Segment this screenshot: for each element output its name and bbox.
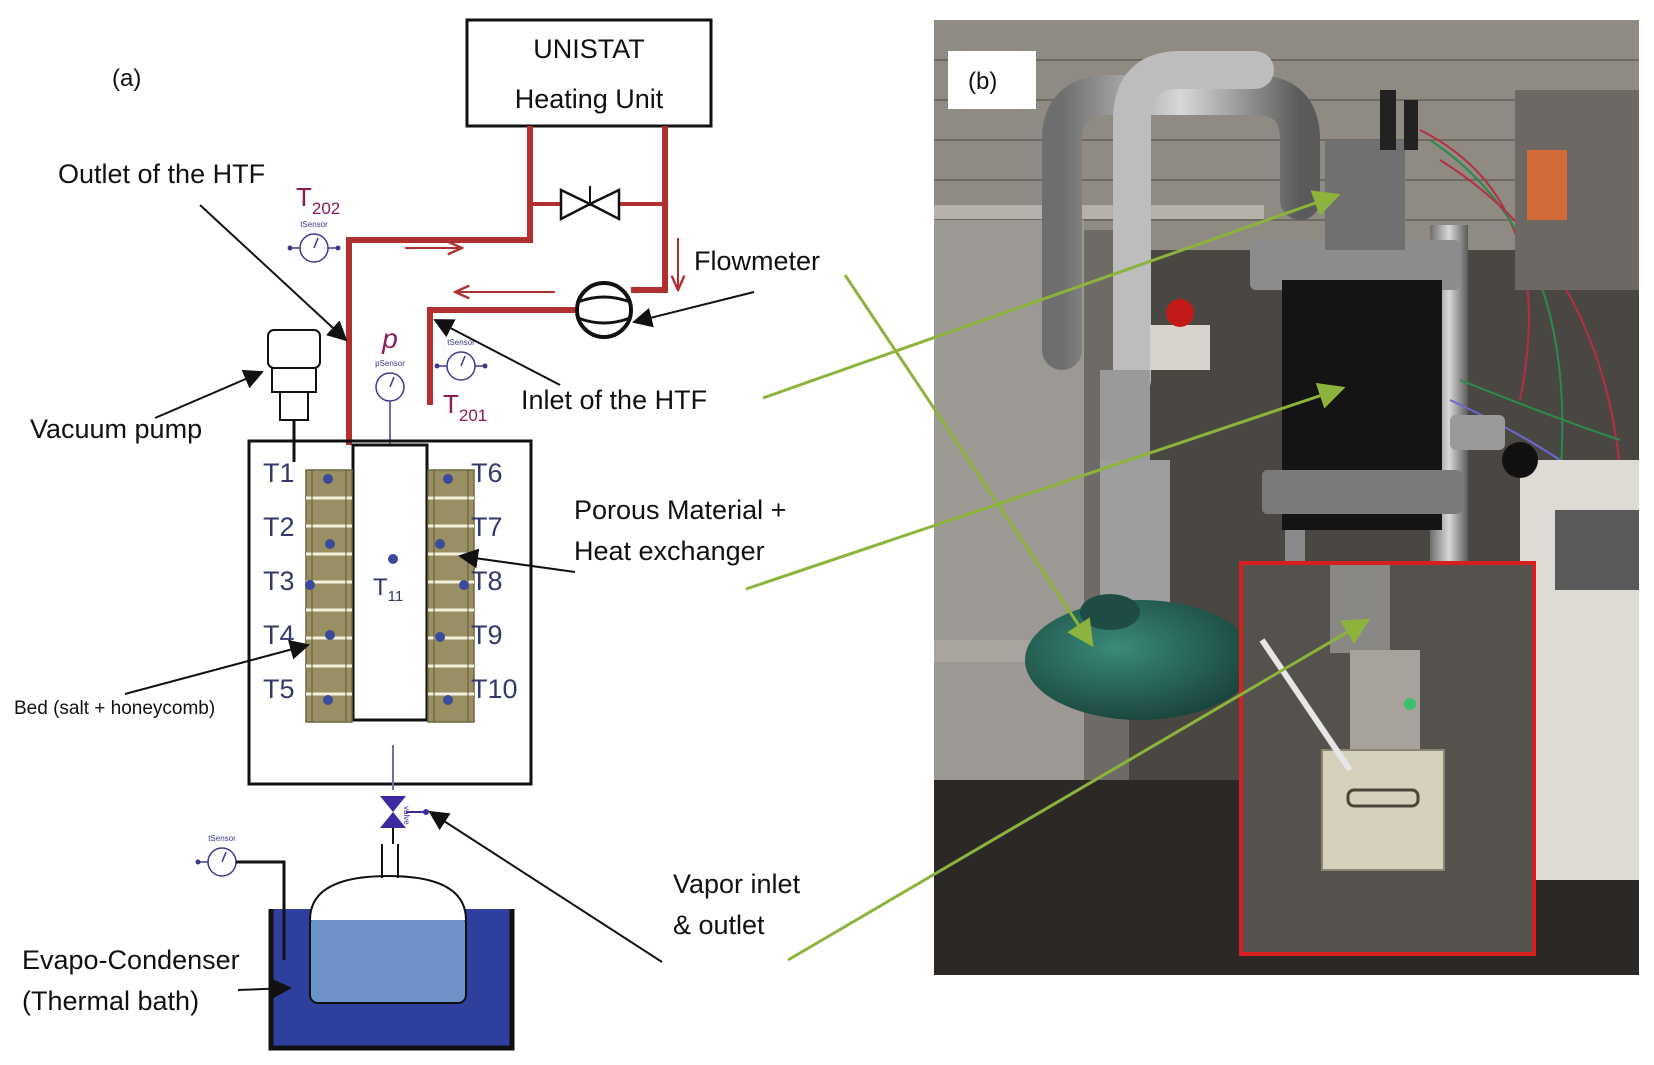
vacuum-pump-label: Vacuum pump: [30, 414, 202, 444]
reactor-vessel: [247, 439, 533, 786]
t202-label: T202: [296, 182, 340, 218]
bath-sensor-gauge-icon: tSensor: [195, 834, 286, 960]
heating-unit-box: UNISTAT Heating Unit: [465, 18, 713, 128]
porous-material-label-line1: Porous Material +: [574, 495, 786, 525]
sensor-label-t2: T2: [263, 512, 295, 542]
porous-material-label-line2: Heat exchanger: [574, 536, 765, 566]
thermal-bath: [268, 844, 515, 1051]
bed-left: [305, 469, 353, 723]
panel-b-label-box: [948, 51, 1036, 109]
sensor-label-t4: T4: [263, 620, 295, 650]
htf-valve-icon: [559, 186, 621, 222]
flowmeter-icon: [575, 281, 633, 339]
svg-text:valve: valve: [402, 806, 411, 825]
panel-a-label: (a): [112, 65, 141, 92]
bed-sensor-dots: [305, 474, 469, 705]
t11-label: T11: [373, 574, 403, 605]
t202-sensor-gauge-icon: tSensor: [287, 220, 341, 263]
p-symbol: p: [381, 323, 398, 354]
leader-arrows: [124, 204, 755, 999]
sensor-label-t1: T1: [263, 458, 295, 488]
vapor-label-line2: & outlet: [673, 910, 765, 940]
svg-text:pSensor: pSensor: [375, 359, 405, 368]
sensor-label-t6: T6: [471, 458, 503, 488]
pressure-sensor-icon: p pSensor: [375, 323, 405, 477]
heating-unit-line2: Heating Unit: [515, 84, 664, 114]
flowmeter-label: Flowmeter: [694, 246, 820, 276]
sensor-label-t9: T9: [471, 620, 503, 650]
flow-direction-arrows: [405, 238, 678, 292]
evapo-condenser-label-line2: (Thermal bath): [22, 986, 199, 1016]
sensor-label-t3: T3: [263, 566, 295, 596]
vapor-valve-icon: valve: [380, 745, 429, 844]
heat-exchanger-tube: [351, 443, 429, 722]
sensor-label-t8: T8: [471, 566, 503, 596]
inlet-htf-label: Inlet of the HTF: [521, 385, 707, 415]
panel-a-schematic: (a) UNISTAT Heating Unit: [14, 18, 820, 1051]
vapor-label-line1: Vapor inlet: [673, 869, 801, 899]
htf-pipes: [346, 126, 668, 445]
heating-unit-line1: UNISTAT: [533, 34, 645, 64]
sensor-label-t10: T10: [471, 674, 518, 704]
t201-label: T201: [443, 389, 487, 425]
vacuum-pump-icon: [267, 329, 321, 462]
svg-text:tSensor: tSensor: [447, 338, 475, 347]
panel-b-label: (b): [968, 68, 997, 95]
t201-sensor-gauge-icon: tSensor: [434, 338, 488, 381]
sensor-label-t5: T5: [263, 674, 295, 704]
svg-text:tSensor: tSensor: [300, 220, 328, 229]
highlight-inset: [1239, 561, 1536, 956]
evapo-condenser-label-line1: Evapo-Condenser: [22, 945, 240, 975]
left-sensor-labels: T1 T2 T3 T4 T5: [263, 458, 295, 704]
outlet-htf-label: Outlet of the HTF: [58, 159, 265, 189]
bed-label: Bed (salt + honeycomb): [14, 698, 215, 719]
svg-text:tSensor: tSensor: [208, 834, 236, 843]
panel-b-photo: (b): [934, 20, 1639, 975]
bed-right: [427, 469, 475, 723]
right-sensor-labels: T6 T7 T8 T9 T10: [471, 458, 518, 704]
green-pointer-arrows: [745, 190, 1371, 962]
sensor-label-t7: T7: [471, 512, 503, 542]
